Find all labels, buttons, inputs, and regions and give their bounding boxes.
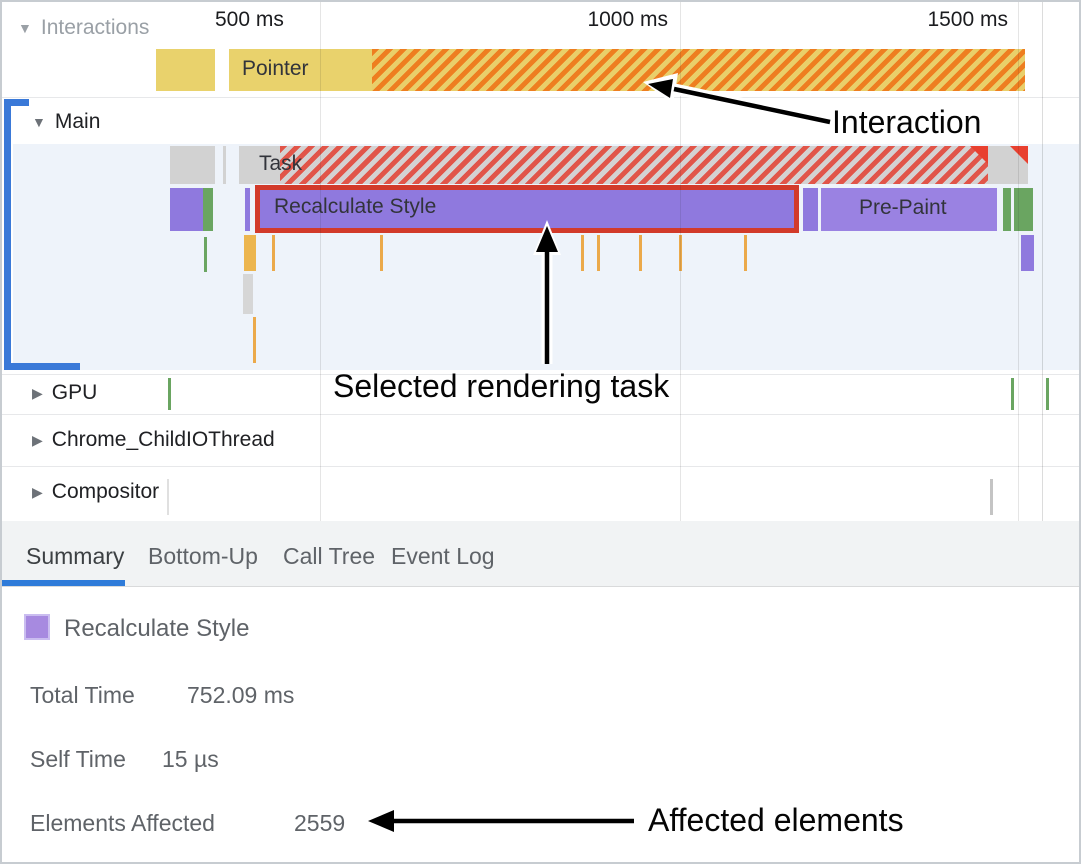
gpu-tick[interactable]: [1046, 378, 1049, 410]
track-separator: [2, 374, 1079, 375]
task-bar-long[interactable]: Task: [239, 146, 1028, 184]
gridline: [680, 2, 681, 521]
track-main[interactable]: ▼ Main: [32, 110, 100, 134]
track-separator: [2, 97, 1079, 98]
track-gpu-label: GPU: [51, 381, 98, 404]
orange-tick[interactable]: [639, 235, 642, 271]
expand-triangle-icon: ▶: [32, 484, 43, 500]
annotation-interaction: Interaction: [832, 104, 982, 140]
main-selection-bracket-top: [4, 99, 29, 106]
orange-tick[interactable]: [679, 235, 682, 271]
expand-triangle-icon: ▶: [32, 432, 43, 448]
annotation-selected-task: Selected rendering task: [333, 368, 670, 404]
gpu-tick[interactable]: [168, 378, 171, 410]
tab-call-tree[interactable]: Call Tree: [283, 543, 376, 569]
orange-tick[interactable]: [581, 235, 584, 271]
total-time-label: Total Time: [30, 682, 135, 708]
green-tick[interactable]: [204, 237, 207, 272]
orange-event-bar[interactable]: [244, 235, 256, 271]
track-interactions[interactable]: ▼ Interactions: [18, 16, 149, 40]
expand-triangle-icon: ▶: [32, 385, 43, 401]
track-compositor-label: Compositor: [51, 480, 160, 503]
pre-paint-label: Pre-Paint: [859, 196, 947, 219]
purple-bar-tiny[interactable]: [1021, 235, 1034, 271]
tab-bottom-up[interactable]: Bottom-Up: [148, 543, 258, 569]
active-tab-underline: [2, 580, 125, 586]
recalculate-style-label: Recalculate Style: [274, 195, 437, 218]
orange-tick[interactable]: [380, 235, 383, 271]
collapse-triangle-icon: ▼: [32, 114, 46, 130]
task-bar-small[interactable]: [170, 146, 215, 184]
selected-recalculate-style-bar[interactable]: Recalculate Style: [255, 185, 799, 233]
tab-event-log[interactable]: Event Log: [391, 543, 495, 569]
gridline: [1018, 2, 1019, 521]
track-child-io[interactable]: ▶ Chrome_ChildIOThread: [32, 428, 275, 452]
green-bar-small[interactable]: [1014, 188, 1033, 231]
track-compositor[interactable]: ▶ Compositor: [32, 480, 159, 504]
interaction-event-bar[interactable]: [156, 49, 215, 91]
elements-affected-label: Elements Affected: [30, 810, 215, 836]
track-separator: [2, 414, 1079, 415]
purple-bar-tiny[interactable]: [245, 188, 250, 231]
compositor-tick[interactable]: [990, 479, 993, 515]
elements-affected-value: 2559: [294, 810, 346, 836]
pointer-bar-label: Pointer: [242, 57, 309, 80]
orange-tick[interactable]: [744, 235, 747, 271]
total-time-value: 752.09 ms: [187, 682, 295, 708]
recalc-style-bar-small[interactable]: [170, 188, 203, 231]
purple-bar-tiny[interactable]: [803, 188, 818, 231]
gridline: [320, 2, 321, 521]
gpu-tick[interactable]: [1011, 378, 1014, 410]
track-gpu[interactable]: ▶ GPU: [32, 381, 97, 405]
pointer-interaction-bar[interactable]: Pointer: [229, 49, 1025, 91]
orange-tick[interactable]: [253, 317, 256, 363]
self-time-label: Self Time: [30, 746, 126, 772]
tab-summary[interactable]: Summary: [26, 543, 125, 569]
main-selection-bracket: [4, 99, 11, 370]
track-separator: [2, 466, 1079, 467]
main-selection-bracket-bottom: [4, 363, 80, 370]
gray-bar-small[interactable]: [243, 274, 253, 314]
collapse-triangle-icon: ▼: [18, 20, 32, 36]
track-main-label: Main: [54, 110, 101, 133]
orange-tick[interactable]: [272, 235, 275, 271]
layout-bar-small[interactable]: [203, 188, 213, 231]
compositor-tick[interactable]: [167, 479, 169, 515]
green-bar-tiny[interactable]: [1003, 188, 1011, 231]
event-color-swatch: [24, 614, 50, 640]
track-child-io-label: Chrome_ChildIOThread: [51, 428, 275, 451]
ruler-tick-1000ms: 1000 ms: [587, 8, 668, 31]
task-async-hatch: [280, 146, 988, 184]
ruler-tick-1500ms: 1500 ms: [927, 8, 1008, 31]
task-bar-tiny[interactable]: [223, 146, 226, 184]
summary-event-title: Recalculate Style: [64, 615, 250, 642]
ruler-tick-500ms: 500 ms: [215, 8, 284, 31]
chart-right-boundary: [1042, 2, 1043, 521]
self-time-value: 15 µs: [162, 746, 219, 772]
pre-paint-bar[interactable]: Pre-Paint: [821, 188, 997, 231]
orange-tick[interactable]: [597, 235, 600, 271]
track-interactions-label: Interactions: [40, 16, 150, 39]
annotation-affected-elements: Affected elements: [648, 802, 904, 838]
task-bar-label: Task: [259, 152, 303, 175]
bottom-panel-tabbar: Summary Bottom-Up Call Tree Event Log: [2, 521, 1079, 587]
